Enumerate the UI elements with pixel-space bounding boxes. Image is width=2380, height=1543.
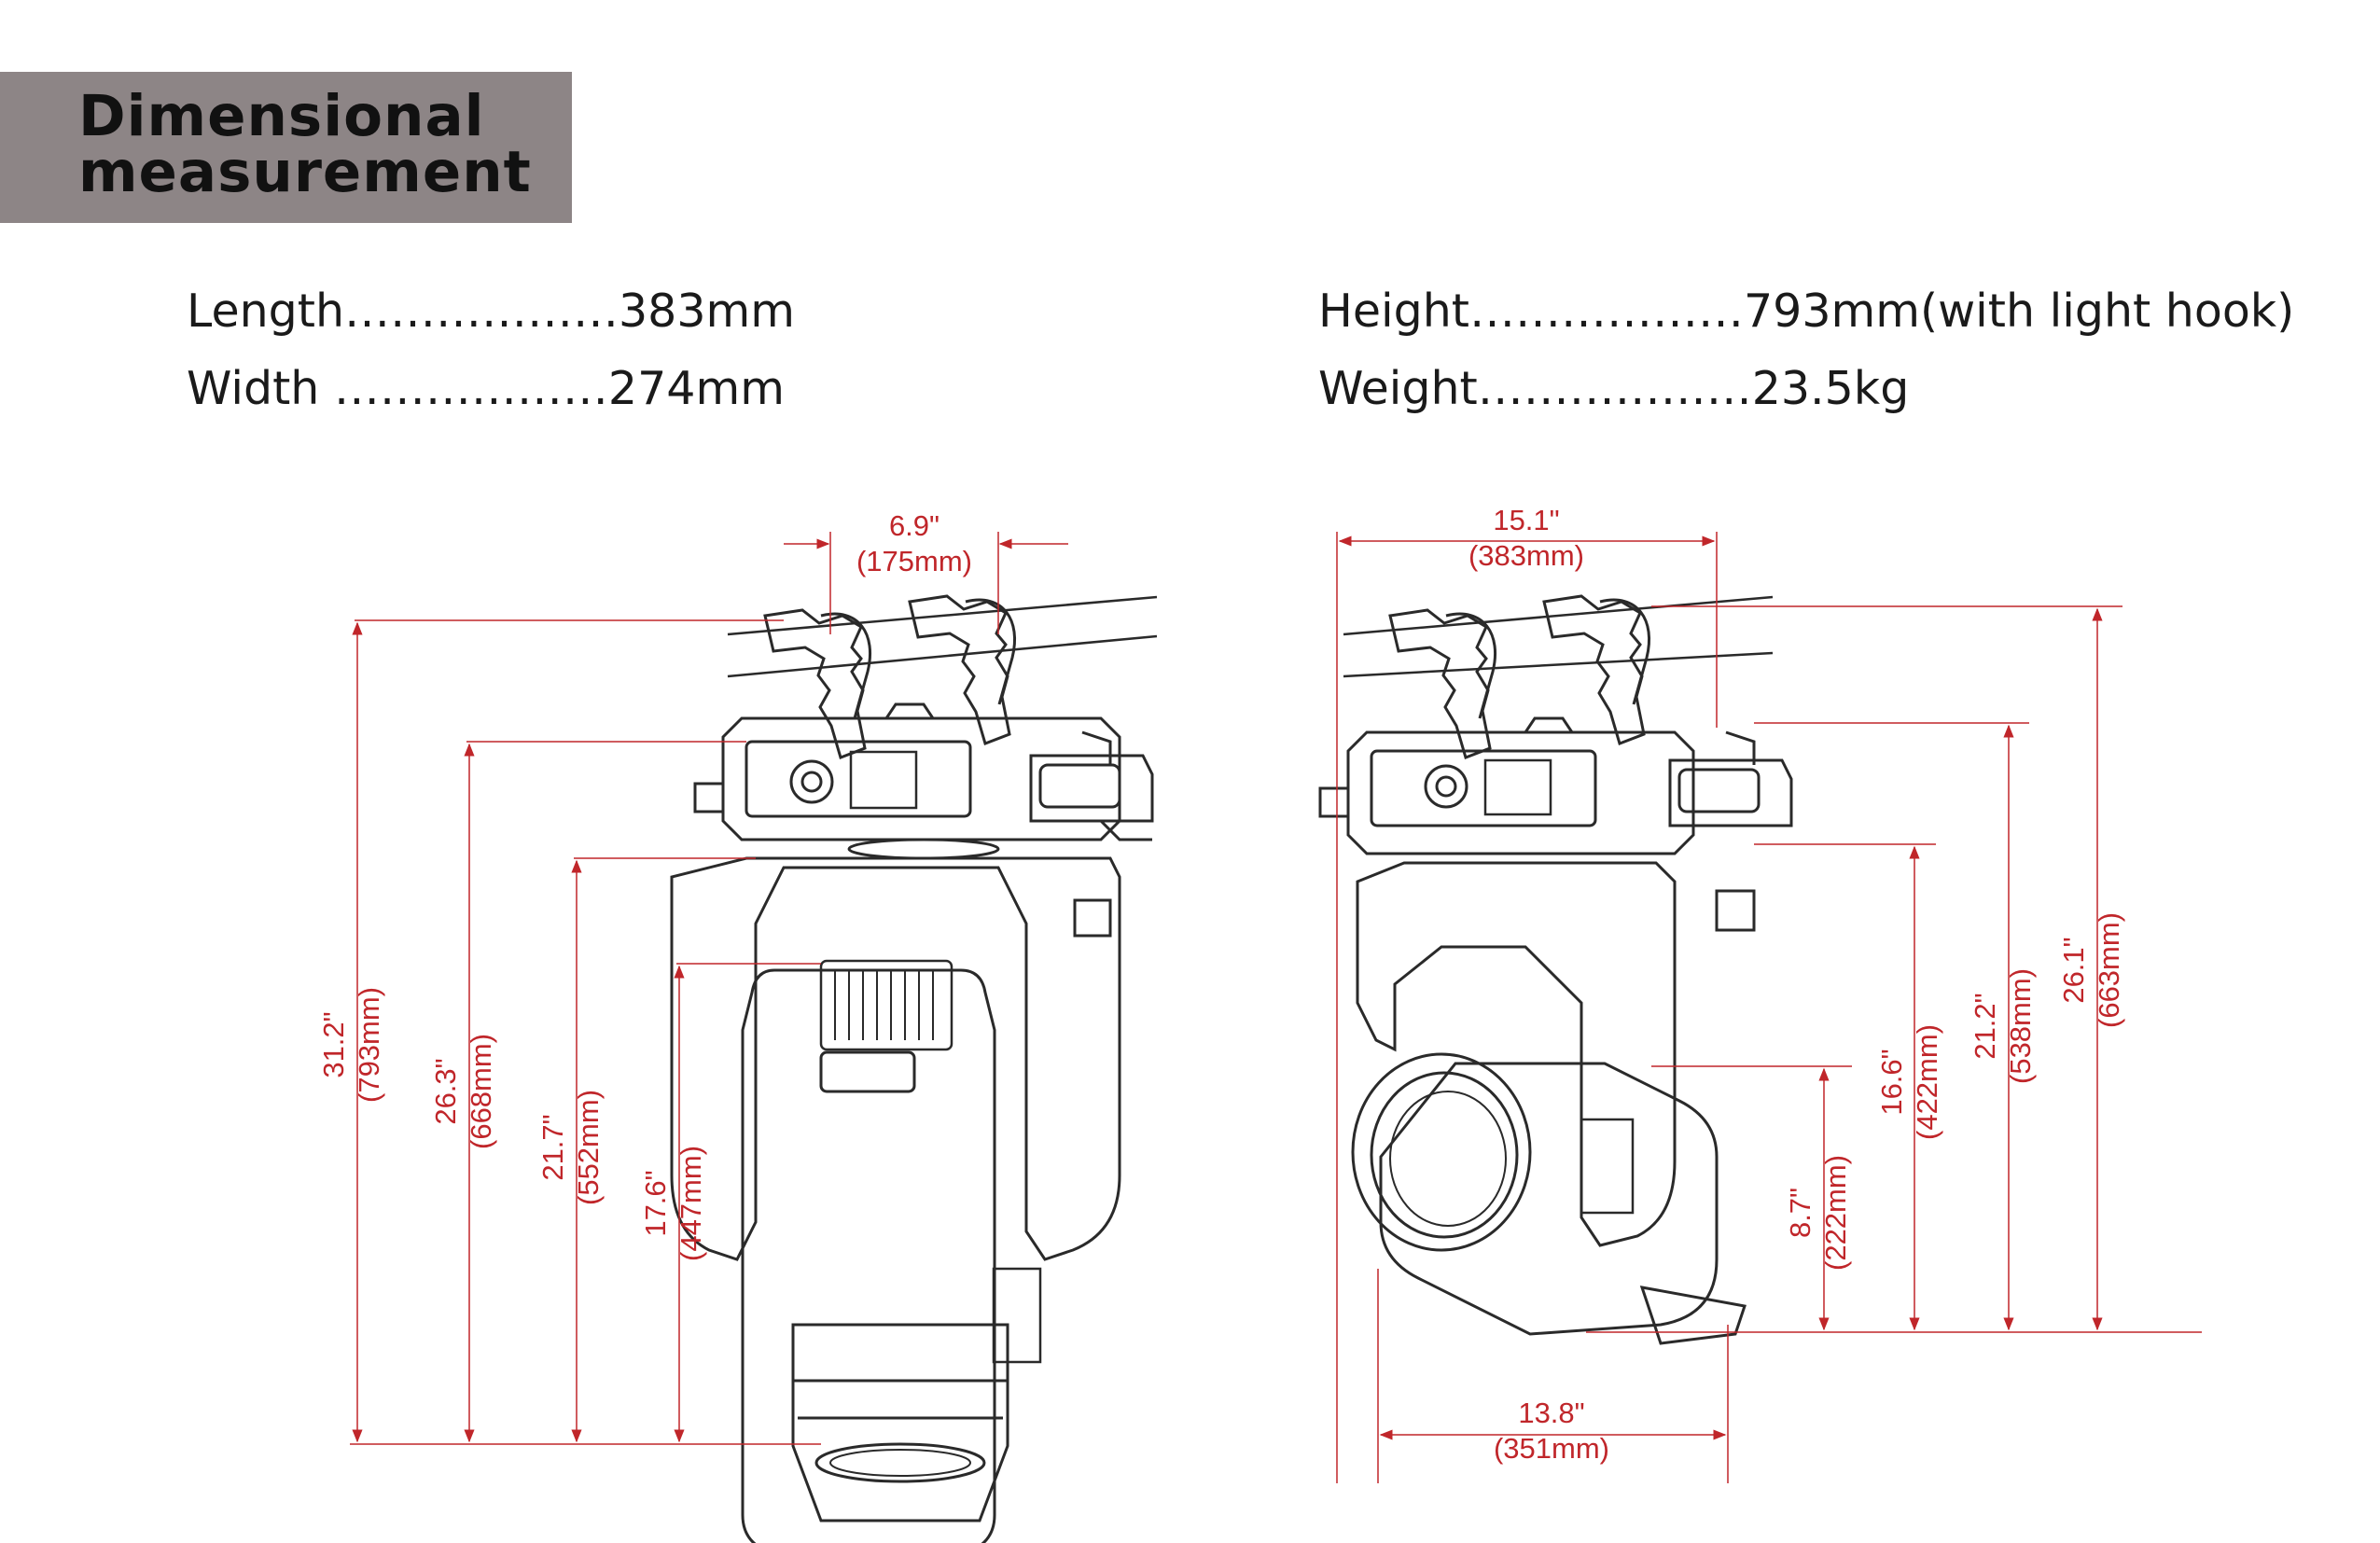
front-dimensions: 6.9" (175mm) 31.2" (793mm) 26.3" (668mm)… [317, 509, 1068, 1445]
section-title: Dimensional measurement [0, 72, 572, 223]
front-height-4-mm: (447mm) [675, 1146, 707, 1261]
front-height-total-in: 31.2" [317, 1011, 350, 1077]
spec-length: Length………………383mm [187, 285, 796, 338]
side-h4-in: 26.1" [2057, 937, 2090, 1003]
front-height-2-mm: (668mm) [465, 1034, 497, 1149]
side-h2-in: 16.6" [1875, 1049, 1908, 1115]
side-h3-mm: (538mm) [2004, 968, 2037, 1084]
spec-width: Width ………………274mm [187, 362, 785, 415]
clamp-icon [1542, 594, 1651, 745]
side-h3-in: 21.2" [1969, 993, 2001, 1059]
front-top-width-mm: (175mm) [856, 545, 972, 577]
clamp-icon [1388, 608, 1497, 759]
front-height-3-mm: (552mm) [572, 1090, 605, 1205]
side-h2-mm: (422mm) [1911, 1024, 1943, 1140]
spec-weight: Weight………………23.5kg [1318, 362, 1910, 415]
side-fixture [1318, 594, 1793, 1345]
side-h1-in: 8.7" [1784, 1188, 1816, 1238]
front-height-4-in: 17.6" [639, 1170, 672, 1236]
side-h4-mm: (663mm) [2093, 912, 2125, 1028]
side-top-width-in: 15.1" [1493, 504, 1559, 536]
side-bottom-width-mm: (351mm) [1494, 1432, 1609, 1465]
front-top-width-in: 6.9" [889, 509, 939, 542]
side-h1-mm: (222mm) [1819, 1155, 1852, 1271]
title-line-2: measurement [78, 139, 532, 205]
title-line-1: Dimensional [78, 83, 485, 149]
front-fixture [670, 594, 1158, 1543]
front-height-2-in: 26.3" [429, 1058, 462, 1124]
front-height-3-in: 21.7" [536, 1114, 569, 1180]
clamp-icon [908, 594, 1017, 745]
side-bottom-width-in: 13.8" [1518, 1397, 1584, 1429]
spec-height: Height………………793mm(with light hook) [1318, 285, 2295, 338]
side-dimensions: 15.1" (383mm) 13.8" (351mm) 8.7" (222mm)… [1336, 504, 2202, 1483]
clamp-icon [763, 608, 872, 759]
side-top-width-mm: (383mm) [1468, 539, 1584, 572]
front-height-total-mm: (793mm) [353, 987, 385, 1103]
